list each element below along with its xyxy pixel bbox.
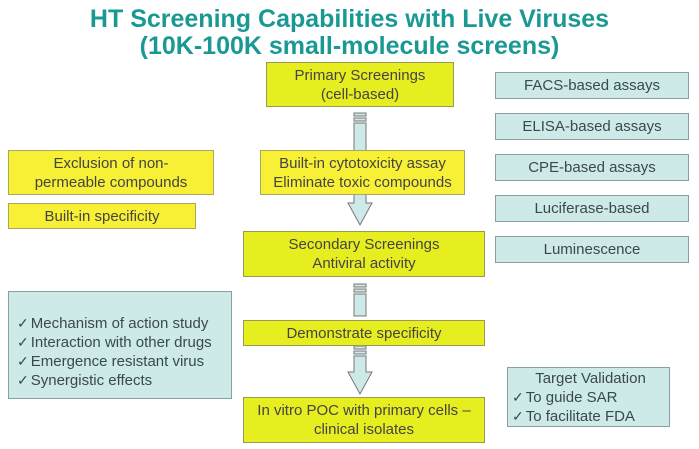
demonstrate-specificity-box: Demonstrate specificity	[243, 320, 485, 346]
cytotoxicity-assay-box: Built-in cytotoxicity assay Eliminate to…	[260, 150, 465, 195]
study-item: ✓Emergence resistant virus	[17, 352, 204, 371]
secondary-screenings-title: Secondary Screenings	[288, 236, 440, 253]
study-item: ✓Interaction with other drugs	[17, 333, 212, 352]
assay-label: ELISA-based assays	[522, 118, 662, 135]
study-item-label: Interaction with other drugs	[30, 334, 212, 351]
exclusion-box: Exclusion of non- permeable compounds	[8, 150, 214, 195]
target-item-label: To guide SAR	[525, 388, 618, 406]
primary-screenings-subtitle: (cell-based)	[320, 85, 400, 103]
in-vitro-poc-label: In vitro POC with primary cells –	[257, 402, 471, 419]
clinical-isolates-label: clinical isolates	[313, 421, 415, 438]
assay-box-luciferase: Luciferase-based	[495, 195, 689, 222]
arrow-down-icon	[347, 283, 373, 396]
checkmark-icon: ✓	[17, 334, 29, 350]
target-item: ✓To guide SAR	[512, 388, 617, 407]
secondary-screenings-box: Secondary Screenings Antiviral activity	[243, 231, 485, 277]
assay-label: CPE-based assays	[528, 159, 656, 176]
diagram-title-line-2: (10K-100K small-molecule screens)	[139, 32, 560, 60]
checkmark-icon: ✓	[512, 388, 524, 405]
target-validation-box: Target Validation ✓To guide SAR ✓To faci…	[507, 367, 670, 427]
follow-up-studies-box: ✓Mechanism of action study ✓Interaction …	[8, 291, 232, 399]
assay-label: Luciferase-based	[534, 200, 650, 217]
target-item-label: To facilitate FDA	[525, 407, 635, 425]
built-in-specificity-label: Built-in specificity	[44, 207, 160, 225]
assay-box-elisa: ELISA-based assays	[495, 113, 689, 140]
study-item-label: Mechanism of action study	[30, 315, 209, 332]
primary-screenings-title: Primary Screenings	[294, 66, 426, 84]
assay-box-cpe: CPE-based assays	[495, 154, 689, 181]
cytotoxicity-assay-label: Built-in cytotoxicity assay	[279, 154, 446, 172]
study-item: ✓Mechanism of action study	[17, 314, 208, 333]
in-vitro-poc-box: In vitro POC with primary cells – clinic…	[243, 397, 485, 443]
target-validation-heading: Target Validation	[535, 369, 646, 387]
diagram-title-line-1: HT Screening Capabilities with Live Viru…	[89, 5, 610, 33]
antiviral-activity-label: Antiviral activity	[312, 255, 416, 272]
study-item-label: Emergence resistant virus	[30, 353, 205, 370]
checkmark-icon: ✓	[17, 353, 29, 369]
checkmark-icon: ✓	[17, 315, 29, 331]
checkmark-icon: ✓	[512, 407, 524, 424]
eliminate-toxic-label: Eliminate toxic compounds	[273, 173, 452, 191]
study-item: ✓Synergistic effects	[17, 371, 152, 390]
built-in-specificity-box: Built-in specificity	[8, 203, 196, 229]
checkmark-icon: ✓	[17, 372, 29, 388]
study-item-label: Synergistic effects	[30, 372, 153, 389]
demonstrate-specificity-label: Demonstrate specificity	[286, 324, 442, 342]
exclusion-label-line-1: Exclusion of non-	[53, 154, 169, 172]
target-item: ✓To facilitate FDA	[512, 407, 635, 426]
exclusion-label-line-2: permeable compounds	[34, 173, 188, 191]
assay-box-luminescence: Luminescence	[495, 236, 689, 263]
assay-label: FACS-based assays	[524, 77, 660, 94]
assay-label: Luminescence	[543, 241, 641, 258]
assay-box-facs: FACS-based assays	[495, 72, 689, 99]
primary-screenings-box: Primary Screenings (cell-based)	[266, 62, 454, 107]
